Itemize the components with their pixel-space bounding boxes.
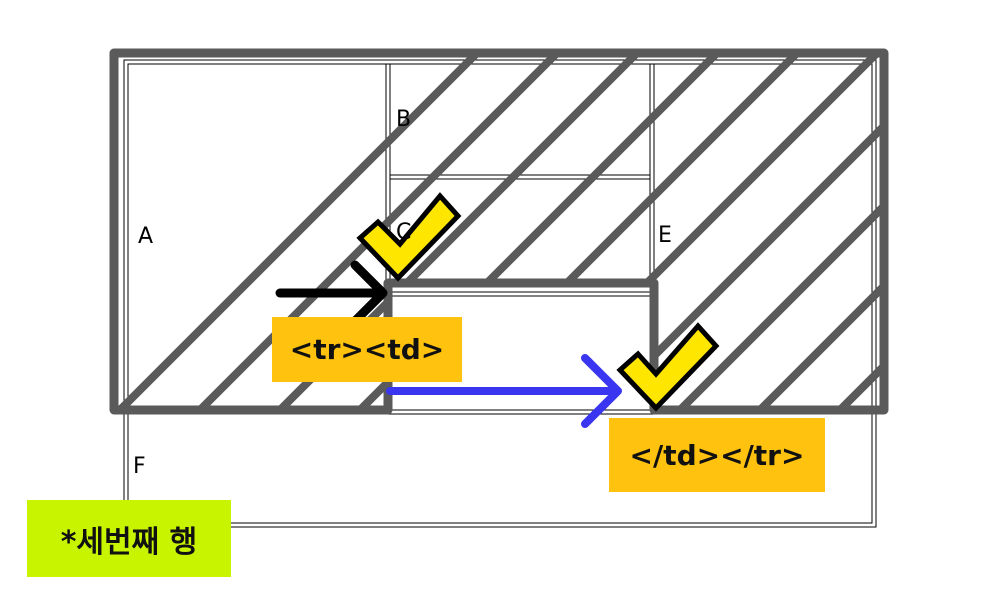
close-tag-label: </td></tr> xyxy=(609,418,825,492)
check-icon xyxy=(616,322,720,412)
black-arrow xyxy=(275,260,388,326)
cell-label-c: C xyxy=(396,220,412,245)
blue-arrow xyxy=(386,354,622,428)
cell-label-f: F xyxy=(133,454,146,479)
cell-label-a: A xyxy=(138,224,154,249)
hatch-outline xyxy=(109,48,889,415)
cell-label-b: B xyxy=(396,107,412,132)
cell-label-e: E xyxy=(658,223,672,248)
third-row-note: *세번째 행 xyxy=(27,500,231,577)
check-icon xyxy=(356,192,462,282)
open-tag-label: <tr><td> xyxy=(272,317,462,382)
